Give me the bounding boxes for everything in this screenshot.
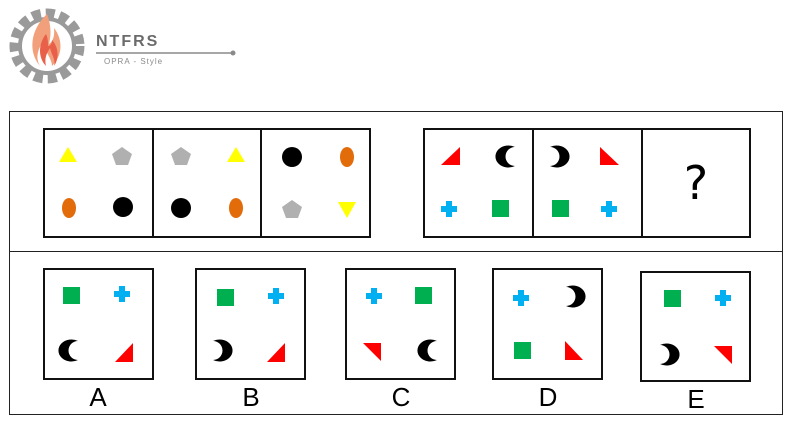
test-cell-2 [532,128,643,238]
black-circle [113,197,133,217]
blue-cross [715,290,731,306]
question-mark: ? [683,156,709,210]
black-circle [282,147,302,167]
gray-pentagon [171,147,191,165]
yellow-triangle [227,147,245,162]
black-circle [171,198,191,218]
red-right-triangle-flip [600,147,619,165]
green-square [492,200,509,217]
red-triangle-d [565,341,583,360]
brand-tagline: OPRA - Style [104,57,164,66]
green-square [664,290,681,307]
test-cell-1 [423,128,534,238]
black-crescent-right [550,145,570,168]
black-crescent-left [417,339,437,362]
option-e-label: E [687,384,705,414]
red-triangle-a [267,343,285,362]
example-cell-2 [152,128,262,238]
red-triangle-a [115,343,133,362]
flame-icon [32,14,61,66]
black-crescent-right [566,285,586,308]
gray-pentagon [282,200,302,218]
brand-name: NTFRS [96,33,160,50]
answer-cell: ? [641,128,751,238]
option-c[interactable] [345,268,456,380]
orange-oval [229,198,243,218]
option-d[interactable] [492,268,603,380]
example-cell-1 [43,128,154,238]
blue-cross [114,286,130,302]
red-right-triangle [441,147,460,165]
black-crescent-right [660,343,680,366]
black-crescent-right [213,339,233,362]
gear-flame-icon [9,8,236,84]
green-square [217,289,234,306]
black-crescent-left [58,339,78,362]
blue-cross [268,288,284,304]
orange-oval [62,198,76,218]
brand-logo: NTFRS OPRA - Style [0,0,250,95]
yellow-triangle [59,147,77,162]
green-square [514,342,531,359]
green-square [415,287,432,304]
option-a-label: A [89,382,107,412]
option-b[interactable] [195,268,306,380]
gray-pentagon [112,147,132,165]
red-triangle-e [714,346,732,364]
black-crescent-left [495,145,515,168]
option-c-label: C [391,382,411,412]
orange-oval [340,147,354,167]
blue-cross [513,290,529,306]
option-b-label: B [242,382,260,412]
green-square [552,200,569,217]
green-square [63,287,80,304]
blue-cross [601,201,617,217]
option-e[interactable] [640,271,751,382]
example-cell-3 [260,128,371,238]
blue-cross [366,288,382,304]
puzzle-panel: ? A B C [9,111,783,415]
option-d-label: D [538,382,558,412]
section-divider [10,251,782,252]
yellow-triangle-down [338,202,356,218]
option-a[interactable] [43,268,154,380]
red-triangle-c [363,343,381,361]
blue-cross [441,201,457,217]
